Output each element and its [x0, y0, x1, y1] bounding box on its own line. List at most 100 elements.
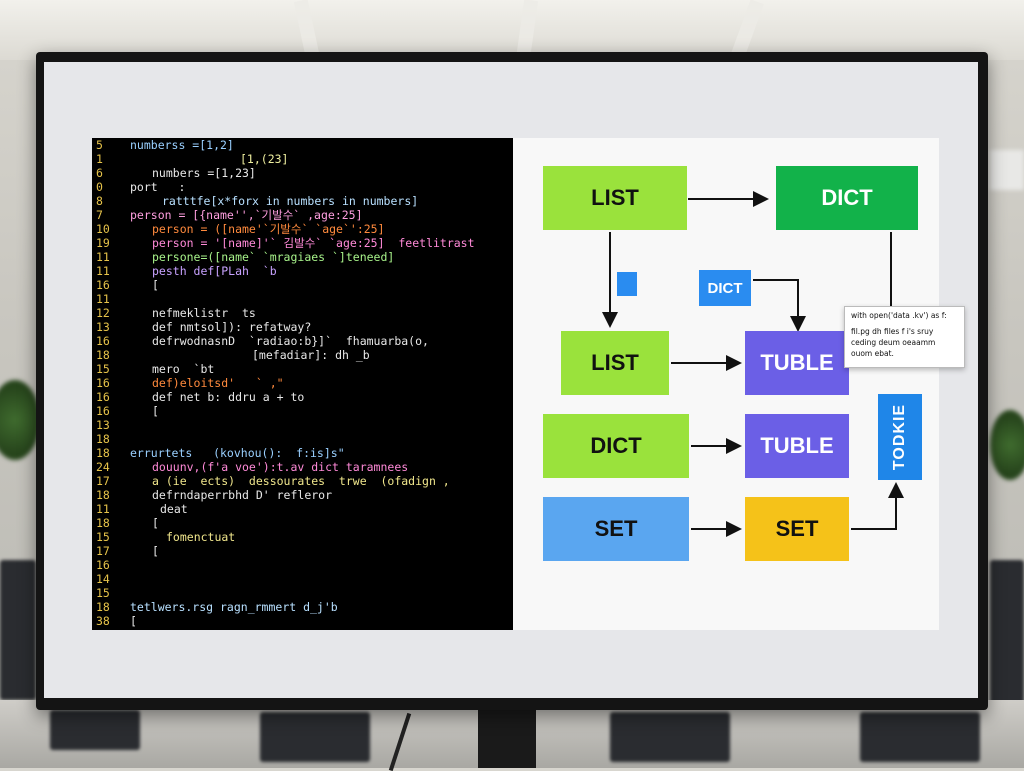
- code-text: numbers =[1,23]: [152, 166, 256, 180]
- code-tooltip: with open('data .kv') as f: fil.pg dh fi…: [844, 306, 965, 368]
- code-line: 16: [92, 558, 513, 572]
- code-text: def net b: ddru a + to: [152, 390, 305, 404]
- line-number: 18: [96, 446, 110, 460]
- code-text: [: [152, 516, 159, 530]
- set-node-2: SET: [745, 497, 849, 561]
- code-line: 38 [: [92, 614, 513, 628]
- line-number: 13: [96, 418, 110, 432]
- dict-node: DICT: [776, 166, 918, 230]
- line-number: 16: [96, 404, 110, 418]
- code-line: 11: [92, 292, 513, 306]
- code-line: 15 mero `bt: [92, 362, 513, 376]
- code-line: 18[mefadiar]: dh _b: [92, 348, 513, 362]
- small-blue-block: [617, 272, 637, 296]
- arrow-set-to-tag: [851, 482, 904, 530]
- vertical-tag: TODKIE: [878, 394, 922, 480]
- tooltip-title: with open('data .kv') as f:: [851, 311, 947, 320]
- code-text: douunv,(f'a voe'):t.av dict taramnees: [152, 460, 409, 474]
- node-label: SET: [594, 516, 638, 541]
- line-number: 0: [96, 180, 103, 194]
- code-text: defrndaperrbhd D' refleror: [152, 488, 333, 502]
- line-number: 11: [96, 292, 110, 306]
- background-plant: [990, 410, 1024, 480]
- set-node: SET: [543, 497, 689, 561]
- office-ceiling: [0, 0, 1024, 60]
- line-number: 18: [96, 600, 110, 614]
- code-text: a (ie ects) dessourates trwe (ofadign ,: [152, 474, 450, 488]
- list-node-2: LIST: [561, 331, 669, 395]
- arrow-dict-to-tuble: [753, 279, 806, 332]
- tuble-node-2: TUBLE: [745, 414, 849, 478]
- tuble-node: TUBLE: [745, 331, 849, 395]
- monitor-stand: [478, 710, 536, 768]
- code-text: tetlwers.rsg ragn_rmmert d_j'b: [130, 600, 338, 614]
- line-number: 11: [96, 250, 110, 264]
- node-label: LIST: [591, 350, 639, 375]
- background-monitor: [610, 712, 730, 762]
- code-text: [1,(23]: [240, 152, 289, 166]
- line-number: 14: [96, 572, 110, 586]
- line-number: 11: [96, 502, 110, 516]
- background-plant: [0, 380, 40, 460]
- node-label: DICT: [590, 433, 642, 458]
- line-number: 15: [96, 362, 110, 376]
- line-number: 10: [96, 222, 110, 236]
- code-text: port :: [130, 180, 186, 194]
- line-number: 38: [96, 614, 110, 628]
- background-monitor: [0, 560, 36, 700]
- line-number: 17: [96, 544, 110, 558]
- code-line: 16 def)eloitsd' ` ,": [92, 376, 513, 390]
- code-line: 18: [92, 432, 513, 446]
- mini-dict-node: DICT: [699, 270, 751, 306]
- code-line: 8 ratttfe[x*forx in numbers in numbers]: [92, 194, 513, 208]
- background-monitor: [990, 560, 1024, 710]
- tooltip-line: ceding deum oeaamm: [851, 338, 936, 347]
- code-text: person = [{name'',`기발수` ,age:25]: [130, 208, 363, 222]
- code-text: persone=([name` `mragiaes `]teneed]: [152, 250, 395, 264]
- data-structure-diagram: LIST DICT DICT LIST TUBLE DICT TUBLE SET…: [513, 138, 965, 630]
- line-number: 16: [96, 376, 110, 390]
- dict-node-2: DICT: [543, 414, 689, 478]
- background-monitor: [50, 710, 140, 750]
- background-window: [990, 150, 1024, 190]
- line-number: 18: [96, 516, 110, 530]
- code-line: 15: [92, 586, 513, 600]
- code-text: mero `bt: [152, 362, 215, 376]
- node-label: DICT: [821, 185, 873, 210]
- code-line: 13: [92, 418, 513, 432]
- code-line: 0 port :: [92, 180, 513, 194]
- code-line: 18 defrndaperrbhd D' refleror: [92, 488, 513, 502]
- line-number: 11: [96, 264, 110, 278]
- code-text: def)eloitsd' ` ,": [152, 376, 284, 390]
- line-number: 8: [96, 194, 103, 208]
- code-line: 14: [92, 572, 513, 586]
- code-line: 18 tetlwers.rsg ragn_rmmert d_j'b: [92, 600, 513, 614]
- line-number: 13: [96, 320, 110, 334]
- node-label: SET: [775, 516, 819, 541]
- line-number: 1: [96, 152, 103, 166]
- line-number: 16: [96, 334, 110, 348]
- diagram-arrows: [602, 191, 904, 537]
- code-text: ratttfe[x*forx in numbers in numbers]: [162, 194, 419, 208]
- line-number: 18: [96, 488, 110, 502]
- list-node: LIST: [543, 166, 687, 230]
- line-number: 7: [96, 208, 103, 222]
- code-text: [: [152, 404, 159, 418]
- code-text: [: [130, 614, 137, 628]
- code-line: 1 [1,(23]: [92, 152, 513, 166]
- code-text: [: [152, 544, 159, 558]
- code-line: 16[: [92, 278, 513, 292]
- code-text: [: [152, 278, 159, 292]
- line-number: 16: [96, 558, 110, 572]
